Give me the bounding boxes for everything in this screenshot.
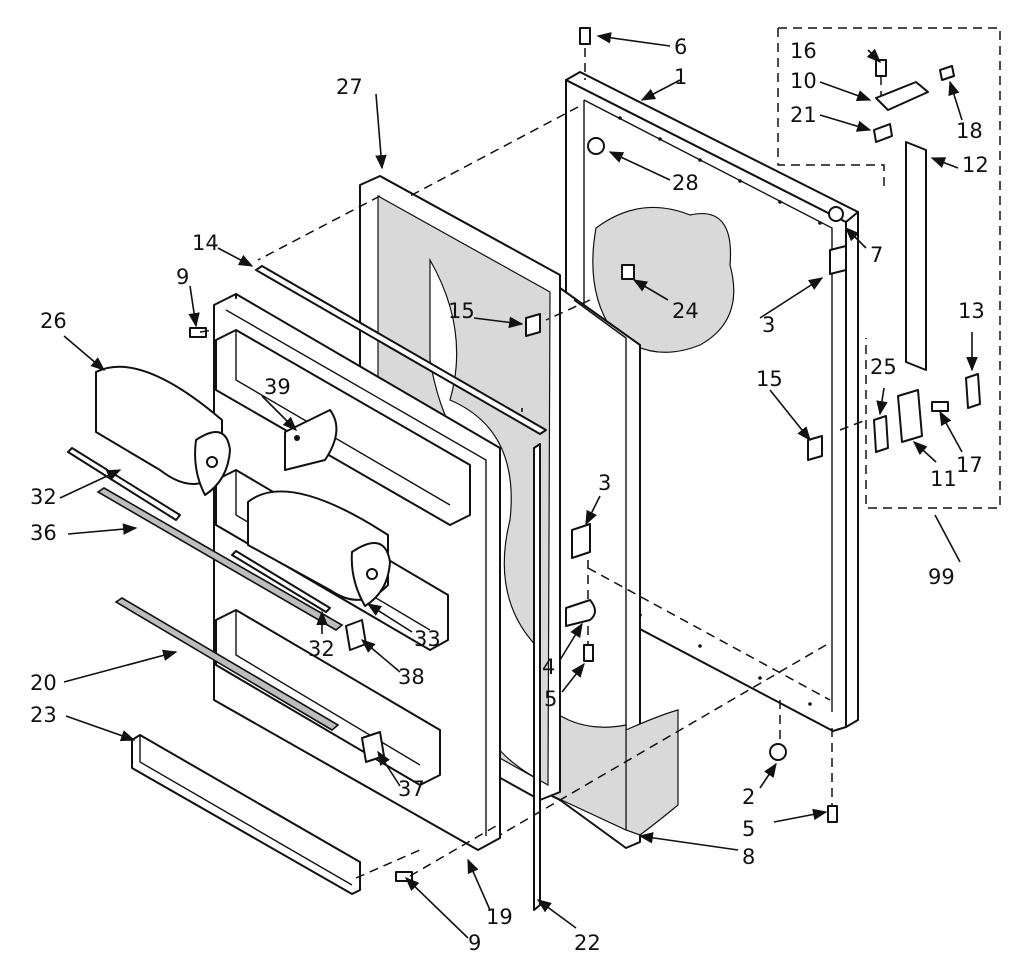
callout-9-lower: 9 — [468, 931, 481, 955]
callout-32-lower: 32 — [308, 637, 335, 661]
cap-7 — [828, 206, 844, 222]
hinge-kit-outline — [777, 27, 1001, 563]
bottom-trim-23 — [131, 734, 361, 895]
washer-4 — [565, 599, 596, 627]
clip-38 — [345, 619, 367, 651]
dairy-bin-upper — [95, 365, 231, 496]
hinge-shim-25 — [873, 415, 889, 453]
shelf-trim-32-lower — [231, 550, 331, 613]
callout-10: 10 — [790, 69, 817, 93]
door-liner-frame — [539, 287, 679, 849]
bracket-15-right — [807, 435, 823, 461]
callout-18: 18 — [956, 119, 983, 143]
shelf-trim-32-upper — [67, 447, 181, 521]
liner-insulation — [625, 709, 679, 836]
hinge-bracket-3-upper — [829, 245, 847, 275]
dairy-bin-lower — [247, 490, 391, 607]
callout-19: 19 — [486, 905, 513, 929]
callout-26: 26 — [40, 309, 67, 333]
callout-3-lower: 3 — [598, 471, 611, 495]
callout-labels: 6 1 16 10 21 18 12 28 7 24 3 13 25 15 17… — [30, 35, 989, 955]
screws — [189, 27, 949, 882]
dairy-door-39 — [284, 409, 338, 471]
hinge-10 — [875, 81, 929, 111]
hinge-pin-cover-13 — [965, 373, 981, 409]
callout-2: 2 — [742, 785, 755, 809]
callout-7: 7 — [870, 243, 883, 267]
panel-screw-dots — [618, 116, 822, 706]
callout-37: 37 — [398, 777, 425, 801]
hinge-parts — [345, 65, 981, 763]
callout-27: 27 — [336, 75, 363, 99]
callout-23: 23 — [30, 703, 57, 727]
callout-21: 21 — [790, 103, 817, 127]
callout-9-upper: 9 — [176, 265, 189, 289]
callout-15-left: 15 — [448, 299, 475, 323]
callout-33: 33 — [414, 627, 441, 651]
shim-21 — [873, 123, 893, 143]
hinge-bracket-3-lower — [571, 523, 591, 559]
plug-18 — [939, 65, 955, 81]
callout-32-upper: 32 — [30, 485, 57, 509]
callout-15-right: 15 — [756, 367, 783, 391]
alignment-lines — [199, 48, 882, 879]
hinge-cover-12 — [905, 141, 927, 371]
breaker-strip — [255, 265, 547, 435]
leader-arrows — [59, 32, 978, 939]
callout-3-upper: 3 — [762, 313, 775, 337]
callout-1: 1 — [674, 65, 687, 89]
callout-5-left: 5 — [544, 687, 557, 711]
callout-25: 25 — [870, 355, 897, 379]
callout-39: 39 — [264, 375, 291, 399]
shelf-trim-20 — [114, 597, 340, 731]
callout-11: 11 — [930, 467, 957, 491]
callout-28: 28 — [672, 171, 699, 195]
door-gasket-22 — [533, 443, 541, 911]
callout-22: 22 — [574, 931, 601, 955]
shelf-trim-36 — [96, 487, 344, 631]
callout-20: 20 — [30, 671, 57, 695]
callout-99: 99 — [928, 565, 955, 589]
callout-16: 16 — [790, 39, 817, 63]
bracket-15-left — [525, 313, 541, 337]
panel-clip — [621, 264, 635, 280]
cap-28 — [587, 137, 605, 155]
cap-2 — [769, 743, 787, 761]
callout-17: 17 — [956, 453, 983, 477]
callout-12: 12 — [962, 153, 989, 177]
callout-24: 24 — [672, 299, 699, 323]
callout-38: 38 — [398, 665, 425, 689]
callout-4: 4 — [542, 655, 555, 679]
callout-6: 6 — [674, 35, 687, 59]
callout-14: 14 — [192, 231, 219, 255]
callout-36: 36 — [30, 521, 57, 545]
callout-13: 13 — [958, 299, 985, 323]
callout-5-right: 5 — [742, 817, 755, 841]
hinge-11 — [897, 389, 923, 443]
callout-8: 8 — [742, 845, 755, 869]
